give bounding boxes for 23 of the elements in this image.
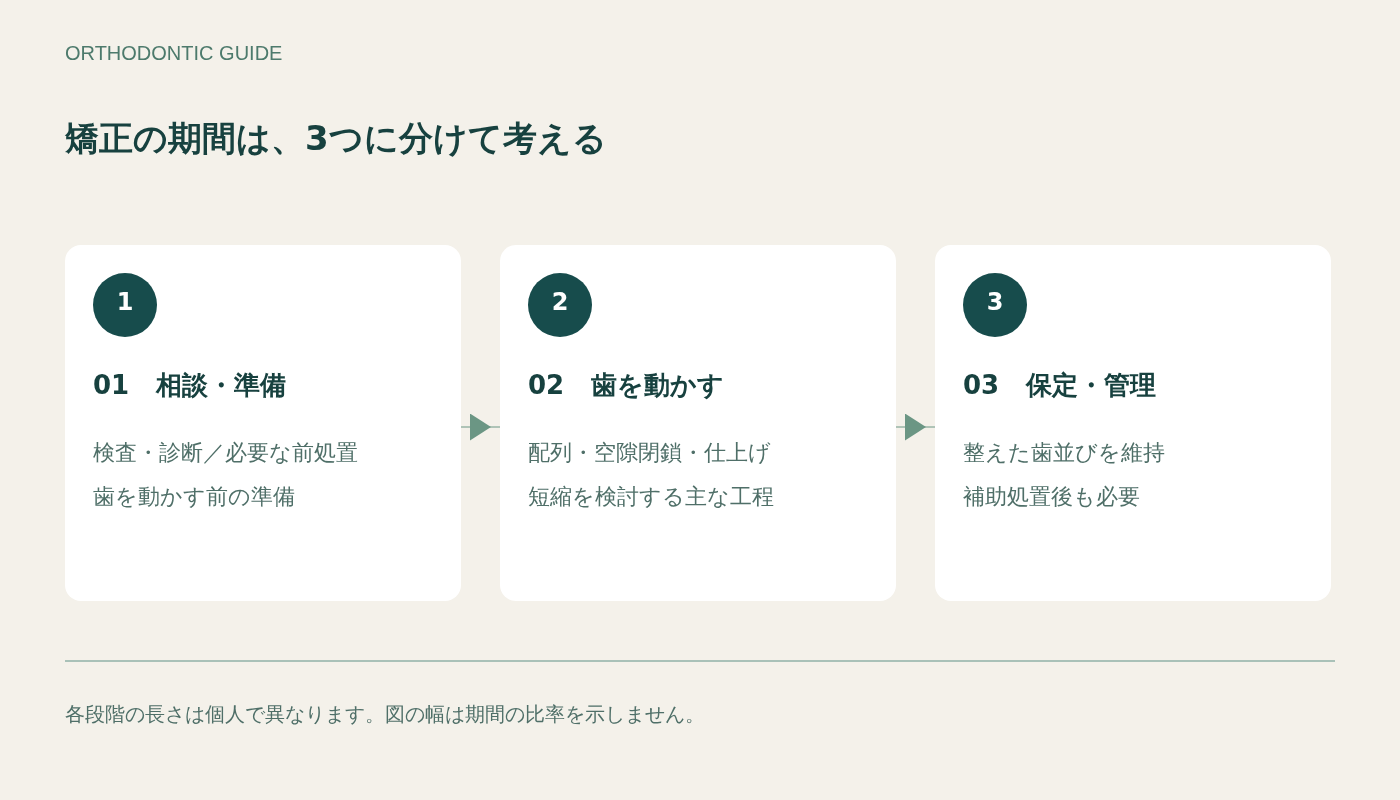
step-description: 配列・空隙閉鎖・仕上げ xyxy=(528,439,771,467)
step-title: 歯を動かす xyxy=(591,369,724,401)
step-number: 02 xyxy=(528,369,565,401)
step-card xyxy=(935,245,1331,601)
step-description: 補助処置後も必要 xyxy=(963,483,1140,511)
step-title: 相談・準備 xyxy=(156,369,286,401)
step-description: 整えた歯並びを維持 xyxy=(963,439,1165,467)
step-number-circle: 1 xyxy=(93,273,157,337)
step-description: 検査・診断／必要な前処置 xyxy=(93,439,358,467)
step-number-circle: 3 xyxy=(963,273,1027,337)
step-number: 03 xyxy=(963,369,1000,401)
step-description: 短縮を検討する主な工程 xyxy=(528,483,774,511)
step-card xyxy=(65,245,461,601)
step-description: 歯を動かす前の準備 xyxy=(93,483,295,511)
step-number-circle: 2 xyxy=(528,273,592,337)
arrow xyxy=(460,413,501,441)
step-title: 保定・管理 xyxy=(1026,369,1156,401)
note-text: 各段階の長さは個人で異なります。図の幅は期間の比率を示しません。 xyxy=(65,701,705,728)
step-number: 01 xyxy=(93,369,130,401)
breadcrumb: ORTHODONTIC GUIDE xyxy=(65,41,283,65)
arrow xyxy=(895,413,936,441)
page-title: 矯正の期間は、3つに分けて考える xyxy=(65,117,607,160)
step-card xyxy=(500,245,896,601)
